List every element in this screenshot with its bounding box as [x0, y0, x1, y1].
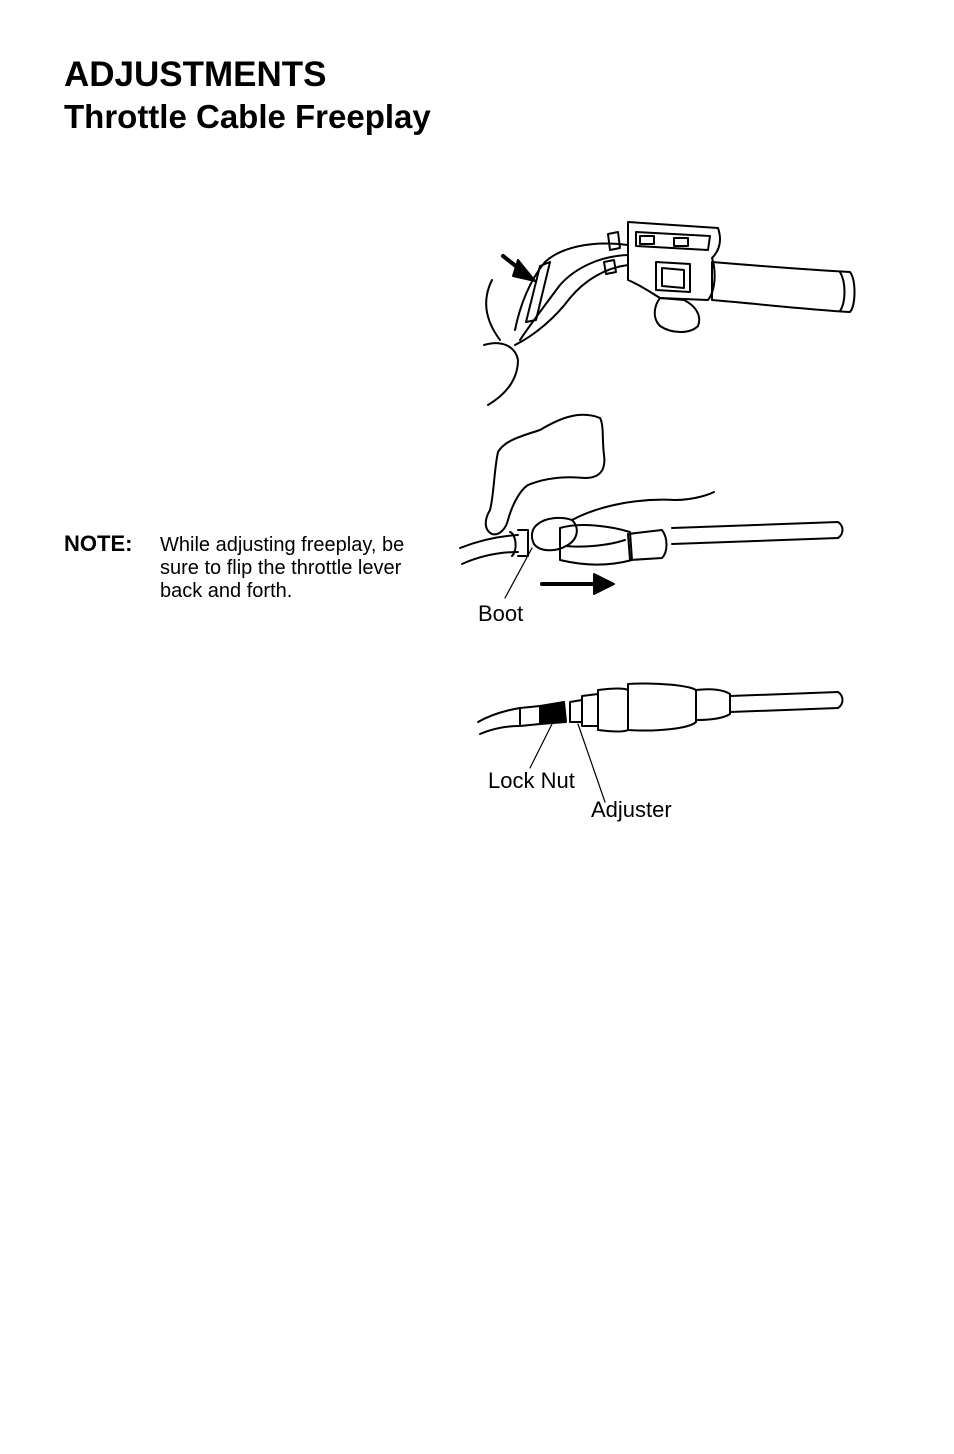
- lock-nut-callout: Lock Nut: [488, 768, 575, 793]
- adjuster-callout: Adjuster: [591, 797, 672, 822]
- boot-callout: Boot: [478, 601, 524, 626]
- note-label: NOTE:: [64, 531, 133, 556]
- page-subtitle: Throttle Cable Freeplay: [64, 98, 431, 135]
- note-text: While adjusting freeplay, be sure to fli…: [160, 534, 405, 602]
- page-title: ADJUSTMENTS: [64, 55, 327, 94]
- adjuster-drawing: [477, 682, 844, 803]
- throttle-housing-drawing: [483, 221, 856, 406]
- boot-slide-drawing: [459, 413, 844, 599]
